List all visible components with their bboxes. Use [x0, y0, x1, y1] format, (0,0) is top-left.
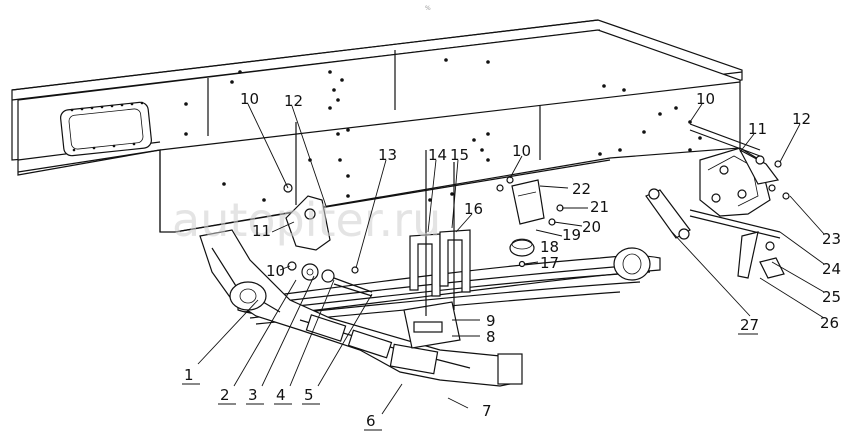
callout-underlines: [182, 333, 758, 431]
callout-6: 6: [366, 412, 376, 430]
callout-27: 27: [740, 316, 759, 334]
callout-4: 4: [276, 386, 286, 404]
rear-shackle-bracket: [645, 123, 790, 279]
callout-22: 22: [572, 180, 591, 198]
callout-13: 13: [378, 146, 397, 164]
callout-16: 16: [464, 200, 483, 218]
callout-23: 23: [822, 230, 841, 248]
callout-10-front-upper: 10: [240, 90, 259, 108]
callout-19: 19: [562, 226, 581, 244]
callout-14: 14: [428, 146, 447, 164]
bump-stop-bracket: [496, 176, 564, 268]
callout-12-front: 12: [284, 92, 303, 110]
callout-10-rear: 10: [696, 90, 715, 108]
callout-5: 5: [304, 386, 314, 404]
callout-9: 9: [486, 312, 496, 330]
callout-12-rear: 12: [792, 110, 811, 128]
corner-mark: %: [425, 5, 431, 12]
callout-10-middle: 10: [512, 142, 531, 160]
callout-26: 26: [820, 314, 839, 332]
callout-18: 18: [540, 238, 559, 256]
callout-21: 21: [590, 198, 609, 216]
callout-15: 15: [450, 146, 469, 164]
callout-11-rear: 11: [748, 120, 767, 138]
callout-1: 1: [184, 366, 194, 384]
callout-2: 2: [220, 386, 230, 404]
callout-labels: 1 2 3 4 5 6 7 8 9 10 10 10 10 11 11 12 1…: [184, 90, 841, 430]
frame-rail: [11, 19, 743, 233]
callout-3: 3: [248, 386, 258, 404]
watermark: autopiter.ru: [172, 193, 441, 247]
callout-20: 20: [582, 218, 601, 236]
callout-10-front-lower: 10: [266, 262, 285, 280]
callout-7: 7: [482, 402, 492, 420]
callout-24: 24: [822, 260, 841, 278]
front-spring-hanger: [229, 183, 373, 311]
callout-25: 25: [822, 288, 841, 306]
u-bolts: [403, 150, 471, 349]
callout-8: 8: [486, 328, 496, 346]
front-axle-beam: [199, 229, 523, 387]
callout-11-front: 11: [252, 222, 271, 240]
callout-17: 17: [540, 254, 559, 272]
leader-lines: [197, 103, 825, 415]
